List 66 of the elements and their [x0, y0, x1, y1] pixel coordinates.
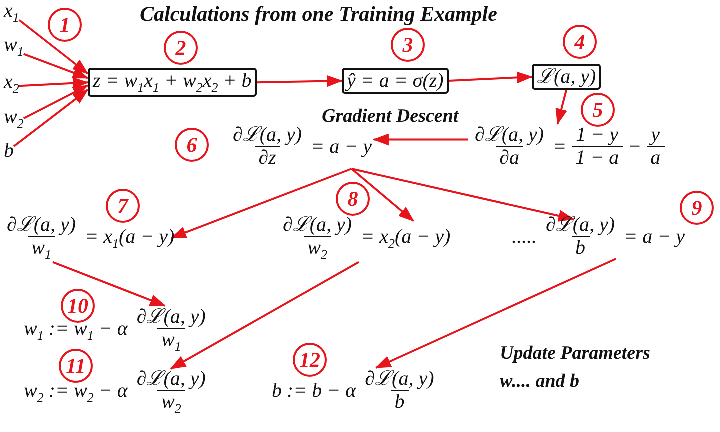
equation-text: = x$_{2}$(a − y) — [361, 226, 451, 251]
callout-number: 9 — [680, 191, 714, 225]
callout-number: 12 — [293, 343, 327, 377]
arrow — [23, 84, 89, 120]
arrow — [556, 90, 568, 125]
input-variable: w$_{2}$ — [4, 106, 24, 132]
equation-box: ŷ = a = σ(z) — [342, 68, 449, 94]
callout-number: 5 — [581, 93, 615, 127]
fraction-denominator: 1 − a — [572, 146, 624, 169]
fraction-numerator: ∂ℒ(a, y) — [232, 124, 304, 146]
equation-box: z = w$_{1}$x$_{1}$ + w$_{2}$x$_{2}$ + b — [88, 68, 257, 98]
fraction-numerator: y — [648, 124, 662, 146]
arrow — [18, 19, 89, 75]
callout-number: 2 — [164, 31, 198, 65]
equation-text: − — [628, 136, 642, 158]
section-heading: Gradient Descent — [322, 106, 459, 128]
fraction-numerator: ∂ℒ(a, y) — [6, 214, 78, 236]
arrow — [352, 168, 575, 222]
fraction-numerator: ∂ℒ(a, y) — [136, 306, 207, 328]
arrow — [448, 72, 533, 84]
equation-text: b := b − α — [272, 380, 356, 402]
arrow — [24, 53, 89, 80]
equation-text: = a − y — [311, 136, 372, 158]
fraction-denominator: w$_{2}$ — [304, 236, 332, 262]
callout-number: 6 — [175, 128, 209, 162]
fraction-numerator: ∂ℒ(a, y) — [364, 368, 436, 390]
input-variable: w$_{1}$ — [4, 34, 24, 60]
callout-number: 1 — [48, 8, 82, 42]
callout-number: 7 — [106, 189, 140, 223]
arrow — [351, 168, 415, 222]
fraction-denominator: ∂z — [254, 146, 280, 169]
callout-number: 3 — [391, 28, 425, 62]
fraction-numerator: ∂ℒ(a, y) — [545, 214, 616, 236]
equation-text: = a − y — [624, 226, 685, 248]
callout-number: 4 — [563, 25, 597, 59]
input-variable: x$_{1}$ — [4, 0, 20, 26]
arrow — [170, 261, 360, 370]
fraction-denominator: ∂a — [496, 146, 524, 169]
fraction-numerator: ∂ℒ(a, y) — [136, 368, 207, 390]
equation-text: = x$_{1}$(a − y) — [85, 226, 175, 251]
arrow — [372, 134, 468, 146]
equation-text: = — [553, 136, 567, 158]
arrow — [170, 168, 352, 240]
fraction-numerator: ∂ℒ(a, y) — [474, 124, 546, 146]
fraction-numerator: ∂ℒ(a, y) — [282, 214, 354, 236]
fraction-numerator: 1 − y — [575, 124, 620, 146]
section-heading: Update Parameters w.... and b — [500, 342, 652, 394]
fraction-denominator: b — [572, 236, 590, 259]
callout-number: 10 — [61, 289, 95, 323]
input-variable: x$_{2}$ — [4, 71, 20, 96]
arrow — [256, 75, 343, 88]
fraction-denominator: w$_{1}$ — [157, 328, 186, 354]
arrow — [52, 261, 166, 307]
callout-number: 8 — [336, 182, 370, 216]
fraction-denominator: a — [646, 146, 665, 169]
fraction-denominator: b — [390, 390, 409, 413]
diagram-title: Calculations from one Training Example — [140, 2, 498, 27]
equation-box: ℒ(a, y) — [532, 64, 602, 90]
fraction-denominator: w$_{1}$ — [28, 236, 56, 262]
fraction-denominator: w$_{2}$ — [157, 390, 186, 416]
arrow — [13, 89, 89, 148]
arrow — [19, 77, 89, 90]
callout-number: 11 — [59, 349, 93, 383]
arrow — [375, 258, 617, 369]
equation-text: ..... — [512, 226, 537, 248]
input-variable: b — [4, 140, 14, 162]
